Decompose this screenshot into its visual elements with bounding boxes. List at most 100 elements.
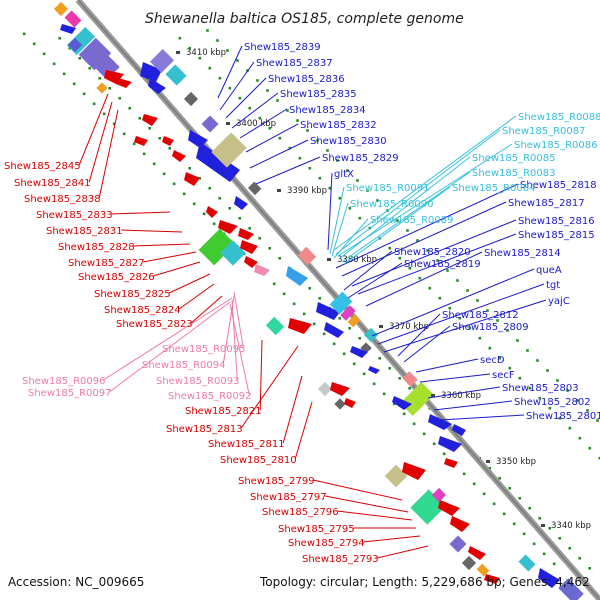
gene-label[interactable]: Shew185_2845 bbox=[4, 161, 81, 172]
gene-feature[interactable] bbox=[317, 381, 333, 397]
gene-label[interactable]: Shew185_2814 bbox=[484, 248, 561, 259]
gene-feature[interactable] bbox=[211, 132, 247, 168]
gene-feature[interactable] bbox=[324, 322, 344, 338]
gene-label[interactable]: Shew185_2810 bbox=[220, 455, 297, 466]
gene-feature[interactable] bbox=[538, 568, 560, 588]
gene-feature[interactable] bbox=[142, 114, 158, 126]
gene-label[interactable]: Shew185_2795 bbox=[278, 524, 355, 535]
gene-feature[interactable] bbox=[201, 115, 219, 133]
gene-feature[interactable] bbox=[184, 172, 200, 186]
gene-label[interactable]: Shew185_2811 bbox=[208, 439, 285, 450]
gene-feature[interactable] bbox=[384, 464, 408, 488]
gene-feature[interactable] bbox=[172, 150, 186, 162]
gene-feature[interactable] bbox=[286, 266, 308, 286]
gene-label[interactable]: Shew185_R0087 bbox=[502, 126, 586, 137]
gene-feature[interactable] bbox=[288, 318, 312, 334]
gene-label[interactable]: Shew185_2812 bbox=[442, 310, 519, 321]
gene-feature[interactable] bbox=[297, 246, 317, 266]
gene-feature[interactable] bbox=[400, 382, 434, 416]
gene-feature[interactable] bbox=[140, 62, 162, 82]
gene-feature[interactable] bbox=[116, 78, 132, 88]
gene-label[interactable]: Shew185_R0090 bbox=[350, 199, 434, 210]
gene-feature[interactable] bbox=[347, 314, 361, 328]
gene-feature[interactable] bbox=[461, 555, 477, 571]
gene-feature[interactable] bbox=[104, 70, 124, 84]
gene-label[interactable]: Shew185_2803 bbox=[502, 383, 579, 394]
gene-label[interactable]: Shew185_2830 bbox=[310, 136, 387, 147]
gene-feature[interactable] bbox=[558, 578, 584, 600]
gene-label[interactable]: Shew185_R0085 bbox=[472, 153, 556, 164]
gene-feature[interactable] bbox=[183, 91, 199, 107]
gene-feature[interactable] bbox=[247, 181, 262, 196]
gene-feature[interactable] bbox=[206, 206, 218, 218]
gene-feature[interactable] bbox=[60, 24, 76, 34]
gene-feature[interactable] bbox=[392, 396, 412, 410]
gene-feature[interactable] bbox=[340, 305, 356, 321]
gene-feature[interactable] bbox=[162, 136, 174, 146]
gene-feature[interactable] bbox=[329, 291, 353, 315]
gene-label[interactable]: Shew185_2813 bbox=[166, 424, 243, 435]
gene-feature[interactable] bbox=[431, 487, 447, 503]
gene-label[interactable]: secF bbox=[492, 370, 515, 381]
gene-label[interactable]: Shew185_2837 bbox=[256, 58, 333, 69]
gene-feature[interactable] bbox=[96, 82, 108, 94]
gene-label[interactable]: Shew185_2836 bbox=[268, 74, 345, 85]
gene-label[interactable]: Shew185_2838 bbox=[24, 194, 101, 205]
gene-label[interactable]: tgt bbox=[546, 280, 560, 291]
gene-label[interactable]: Shew185_2816 bbox=[518, 216, 595, 227]
gene-label[interactable]: Shew185_2818 bbox=[520, 180, 597, 191]
gene-label[interactable]: secD bbox=[480, 355, 505, 366]
gene-feature[interactable] bbox=[196, 142, 240, 182]
gene-label[interactable]: Shew185_2809 bbox=[452, 322, 529, 333]
gene-feature[interactable] bbox=[438, 500, 460, 516]
gene-label[interactable]: Shew185_R0088 bbox=[518, 112, 600, 123]
gene-label[interactable]: queA bbox=[536, 265, 562, 276]
gene-label[interactable]: Shew185_R0086 bbox=[514, 140, 598, 151]
gene-feature[interactable] bbox=[450, 516, 470, 532]
gene-feature[interactable] bbox=[254, 264, 270, 276]
gene-label[interactable]: Shew185_2828 bbox=[58, 242, 135, 253]
gene-label[interactable]: Shew185_2821 bbox=[185, 406, 262, 417]
gene-feature[interactable] bbox=[363, 327, 379, 343]
gene-label[interactable]: Shew185_R0097 bbox=[28, 388, 112, 399]
gene-label[interactable]: Shew185_2796 bbox=[262, 507, 339, 518]
gene-feature[interactable] bbox=[330, 382, 350, 396]
gene-feature[interactable] bbox=[444, 458, 458, 468]
gene-feature[interactable] bbox=[518, 554, 536, 572]
gene-feature[interactable] bbox=[188, 130, 208, 148]
gene-label[interactable]: Shew185_2839 bbox=[244, 42, 321, 53]
gene-label[interactable]: Shew185_2815 bbox=[518, 230, 595, 241]
gene-label[interactable]: Shew185_R0095 bbox=[162, 344, 246, 355]
gene-label[interactable]: Shew185_R0089 bbox=[370, 215, 454, 226]
gene-feature[interactable] bbox=[368, 366, 380, 374]
gene-label[interactable]: Shew185_2835 bbox=[280, 89, 357, 100]
gene-label[interactable]: Shew185_R0091 bbox=[346, 183, 430, 194]
gene-label[interactable]: Shew185_2833 bbox=[36, 210, 113, 221]
gene-label[interactable]: Shew185_R0092 bbox=[168, 391, 252, 402]
gene-feature[interactable] bbox=[149, 48, 175, 74]
gene-feature[interactable] bbox=[134, 136, 148, 146]
gene-label[interactable]: Shew185_2825 bbox=[94, 289, 171, 300]
gene-label[interactable]: yajC bbox=[548, 296, 570, 307]
gene-label[interactable]: Shew185_2802 bbox=[514, 397, 591, 408]
gene-feature[interactable] bbox=[438, 436, 462, 452]
gene-feature[interactable] bbox=[64, 10, 82, 28]
gene-feature[interactable] bbox=[53, 1, 69, 17]
gene-label[interactable]: Shew185_2841 bbox=[14, 178, 91, 189]
gene-feature[interactable] bbox=[165, 64, 187, 86]
gene-feature[interactable] bbox=[238, 228, 254, 240]
gene-label[interactable]: Shew185_R0084 bbox=[452, 183, 536, 194]
gene-label[interactable]: Shew185_2799 bbox=[238, 476, 315, 487]
gene-feature[interactable] bbox=[402, 371, 418, 387]
gene-feature[interactable] bbox=[428, 414, 452, 430]
gene-feature[interactable] bbox=[234, 196, 248, 210]
gene-feature[interactable] bbox=[344, 398, 356, 408]
gene-feature[interactable] bbox=[468, 546, 486, 560]
gene-label[interactable]: gltX bbox=[334, 169, 354, 180]
gene-label[interactable]: Shew185_R0093 bbox=[156, 376, 240, 387]
gene-feature[interactable] bbox=[244, 256, 258, 268]
gene-label[interactable]: Shew185_2829 bbox=[322, 153, 399, 164]
gene-feature[interactable] bbox=[198, 228, 236, 266]
gene-label[interactable]: Shew185_2823 bbox=[116, 319, 193, 330]
gene-label[interactable]: Shew185_R0096 bbox=[22, 376, 106, 387]
